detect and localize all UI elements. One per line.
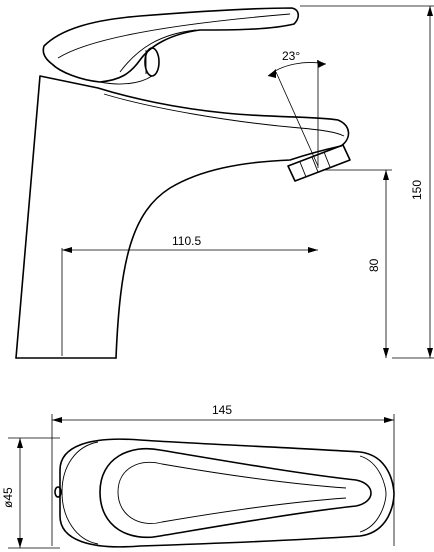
- diameter-label: ø45: [1, 487, 15, 508]
- length-label: 145: [212, 403, 232, 417]
- indicator-mark: [54, 486, 62, 498]
- lever-top-outline: [99, 448, 372, 538]
- angle-dimension: 23°: [267, 49, 327, 168]
- reach-label: 110.5: [172, 234, 201, 248]
- spout-tip-outline: [359, 455, 387, 533]
- diameter-dimension: ø45: [1, 437, 60, 549]
- total-height-dimension: 150: [300, 5, 434, 359]
- base-circle: [61, 441, 99, 545]
- body-top-outline: [59, 438, 395, 548]
- spout-underside: [103, 93, 345, 137]
- faucet-body-outline: [15, 75, 350, 359]
- side-view: 23° 110.5 80 150: [15, 5, 434, 359]
- lever-top-inner-lower: [117, 491, 347, 524]
- length-dimension: 145: [51, 403, 395, 546]
- spout-height-dimension: 80: [322, 169, 392, 358]
- spout-height-label: 80: [367, 258, 381, 272]
- lever-top-inner: [117, 461, 347, 493]
- aerator: [287, 144, 351, 182]
- lever-pivot: [99, 47, 160, 85]
- angle-label: 23°: [282, 49, 300, 63]
- top-view: 145 ø45: [1, 403, 395, 549]
- total-height-label: 150: [410, 180, 424, 200]
- reach-dimension: 110.5: [61, 234, 318, 356]
- lever-handle: [42, 7, 300, 83]
